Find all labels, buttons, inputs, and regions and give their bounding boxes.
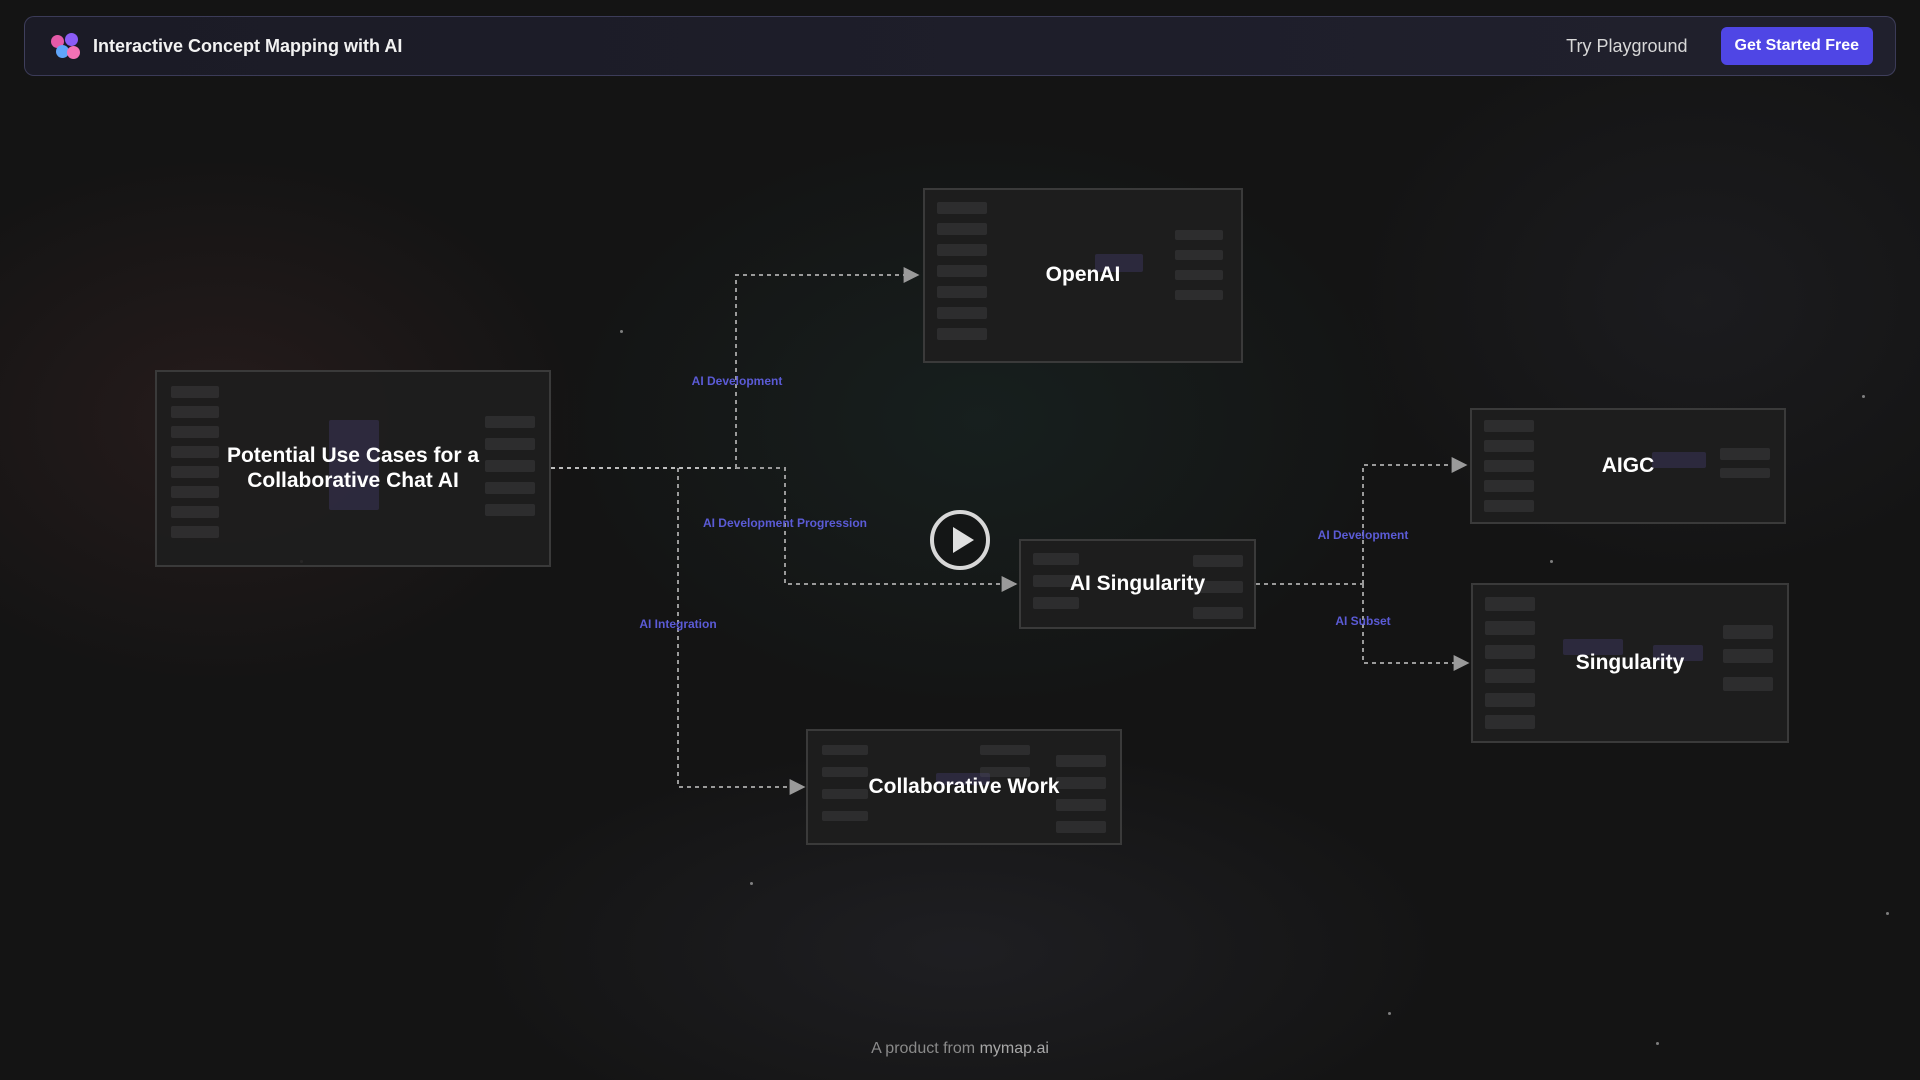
node-potential-use-cases[interactable]: Potential Use Cases for a Collaborative …	[155, 370, 551, 567]
edge-label-ai-integration: AI Integration	[639, 617, 717, 631]
edge-singularity-subset	[1362, 584, 1470, 671]
node-aigc[interactable]: AIGC	[1470, 408, 1786, 524]
node-label: Collaborative Work	[868, 774, 1060, 798]
try-playground-link[interactable]: Try Playground	[1566, 35, 1688, 56]
footer: A product from mymap.ai	[0, 1040, 1920, 1058]
node-openai[interactable]: OpenAI	[923, 188, 1243, 363]
edge-label-ai-development: AI Development	[691, 374, 783, 388]
node-singularity[interactable]: Singularity	[1471, 583, 1789, 743]
node-collaborative-work[interactable]: Collaborative Work	[806, 729, 1122, 845]
edge-root-collaborative-work	[677, 468, 806, 795]
get-started-button[interactable]: Get Started Free	[1720, 27, 1873, 65]
node-label: Singularity	[1575, 650, 1685, 674]
node-label: AIGC	[1601, 453, 1655, 477]
edge-root-openai	[735, 267, 920, 468]
top-navbar: Interactive Concept Mapping with AI Try …	[24, 16, 1896, 76]
node-label: Potential Use Cases for a Collaborative …	[226, 443, 480, 492]
brand[interactable]: Interactive Concept Mapping with AI	[51, 33, 402, 59]
edge-root-ai-singularity	[736, 467, 1018, 592]
brand-title: Interactive Concept Mapping with AI	[93, 35, 403, 56]
footer-mymap-link[interactable]: mymap.ai	[979, 1040, 1049, 1057]
node-label: AI Singularity	[1069, 571, 1206, 595]
footer-prefix: A product from	[871, 1040, 976, 1057]
node-ai-singularity[interactable]: AI Singularity	[1019, 539, 1256, 629]
edge-label-ai-subset: AI Subset	[1335, 614, 1391, 628]
logo-icon	[51, 33, 81, 59]
play-button[interactable]	[930, 510, 990, 570]
node-label: OpenAI	[1045, 263, 1121, 287]
play-icon	[952, 527, 974, 553]
edge-singularity-aigc	[1362, 457, 1468, 584]
edge-label-ai-development-progression: AI Development Progression	[702, 516, 868, 530]
edge-label-ai-development-2: AI Development	[1317, 528, 1409, 542]
